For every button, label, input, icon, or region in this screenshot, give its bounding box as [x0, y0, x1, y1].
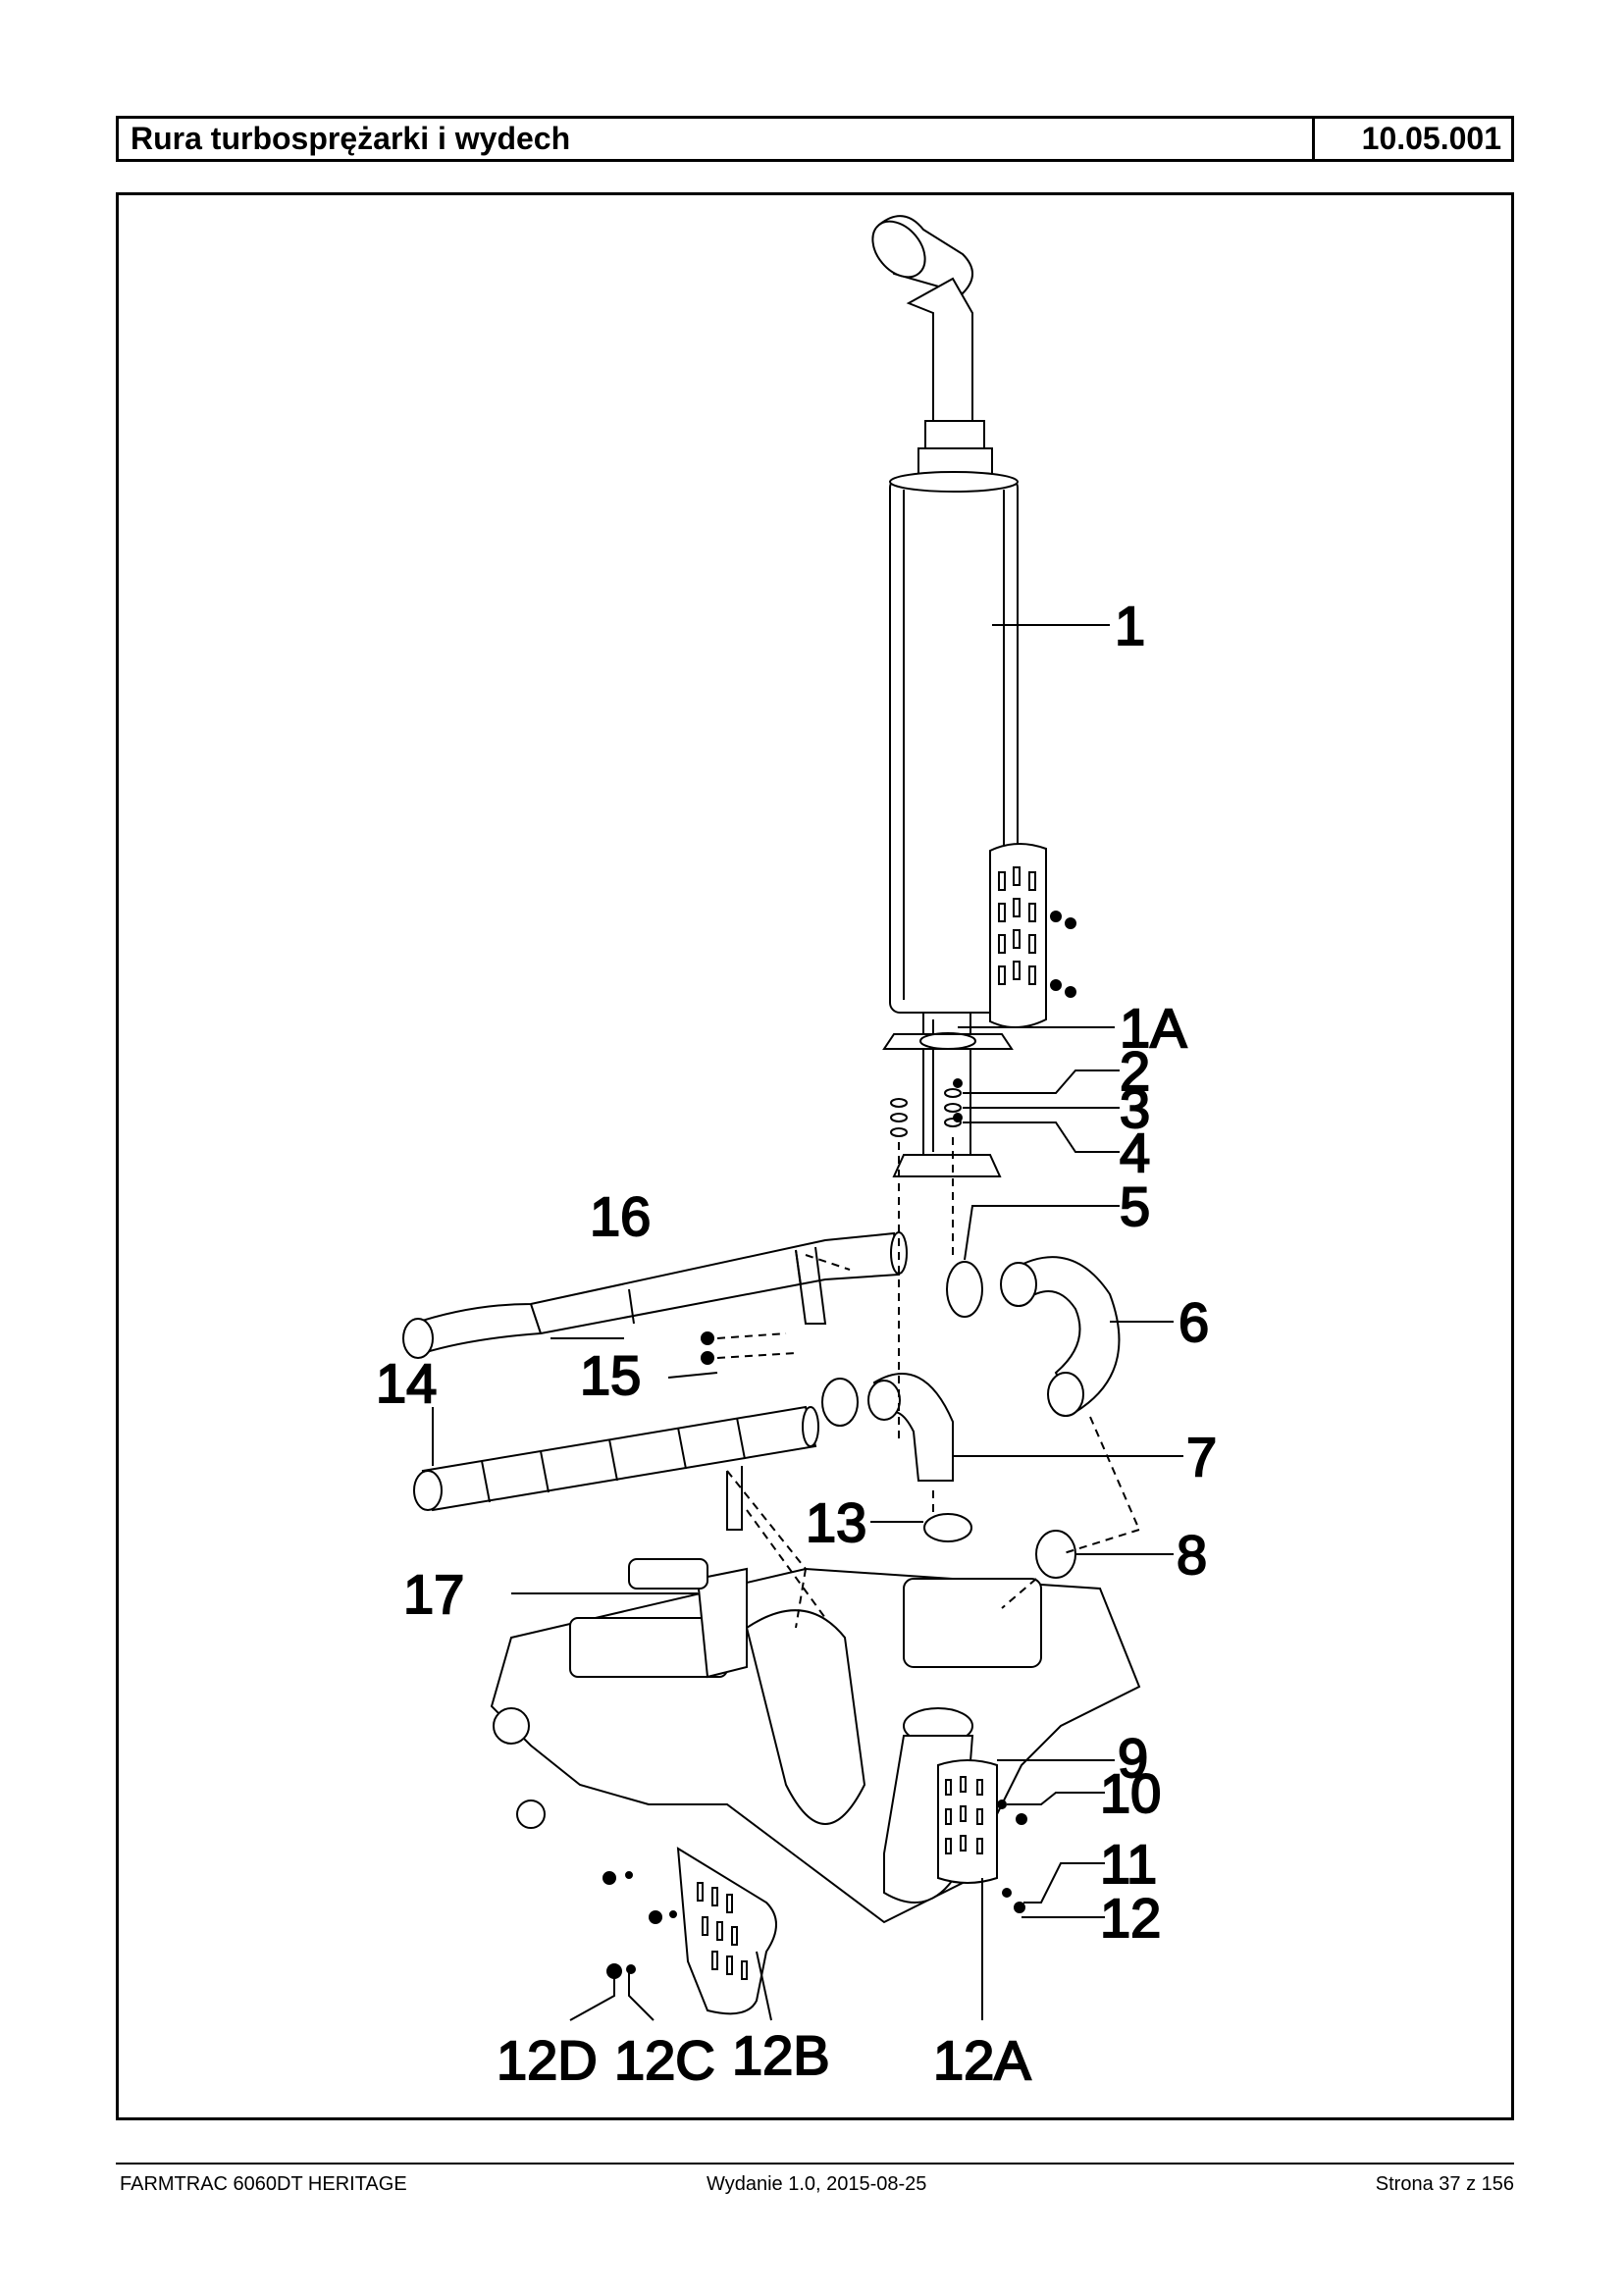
muffler-part: [889, 471, 1019, 1177]
footer-page-number: Strona 37 z 156: [1375, 2173, 1514, 2195]
callout-13: 13: [806, 1491, 866, 1553]
callout-15: 15: [580, 1344, 641, 1406]
leader-lines: [432, 624, 1183, 2021]
footer-divider: [116, 2163, 1514, 2165]
callout-3: 3: [1120, 1077, 1150, 1139]
pipe-lower-part: [413, 1405, 819, 1531]
fastener-stack: [890, 1088, 962, 1137]
callout-14: 14: [376, 1352, 437, 1414]
callout-17: 17: [403, 1563, 464, 1625]
exploded-parts-diagram: 1 1A 2 3 4 5 6 7 8 9 10 11 12 12A 12B 12…: [375, 215, 1218, 2092]
callout-12: 12: [1100, 1887, 1161, 1949]
clamp-part: [946, 1261, 983, 1318]
callout-12c: 12C: [614, 2029, 715, 2091]
assembly-guide-lines: [716, 1137, 1140, 1629]
page-title: Rura turbosprężarki i wydech: [119, 119, 1315, 159]
tailpipe-elbow-part: [871, 215, 993, 479]
turbo-manifold-assembly: [490, 1558, 1141, 1924]
callout-16: 16: [590, 1185, 651, 1247]
callout-5: 5: [1120, 1175, 1150, 1237]
callout-10: 10: [1100, 1762, 1161, 1824]
callout-1: 1: [1115, 595, 1145, 656]
bend-pipe-part: [1010, 1256, 1121, 1414]
clamp-lower-part: [923, 1513, 972, 1542]
page-header: Rura turbosprężarki i wydech 10.05.001: [116, 116, 1514, 162]
callout-9: 9: [1118, 1727, 1148, 1789]
gasket-part: [882, 1032, 1014, 1050]
callout-7: 7: [1186, 1426, 1217, 1487]
callout-4: 4: [1120, 1121, 1150, 1183]
callout-1a: 1A: [1120, 997, 1187, 1059]
heat-shield-upper-part: [989, 843, 1076, 1028]
callout-11: 11: [1100, 1833, 1157, 1895]
footer-edition: Wydanie 1.0, 2015-08-25: [707, 2173, 927, 2195]
callout-6: 6: [1179, 1291, 1209, 1353]
footer-model: FARMTRAC 6060DT HERITAGE: [120, 2173, 407, 2195]
callout-12b: 12B: [732, 2024, 830, 2086]
clamp-right-part: [1035, 1530, 1076, 1579]
callout-12a: 12A: [933, 2029, 1031, 2091]
clamp-mid-part: [821, 1378, 859, 1427]
callout-2: 2: [1120, 1040, 1150, 1102]
heat-shield-lower-part: [937, 1759, 1027, 1913]
callout-8: 8: [1177, 1524, 1207, 1586]
small-fasteners: [602, 1331, 714, 1979]
callout-12d: 12D: [497, 2029, 598, 2091]
heat-shield-plate-part: [676, 1847, 777, 2015]
section-code: 10.05.001: [1361, 121, 1501, 156]
pipe-upper-part: [402, 1231, 908, 1359]
diagram-frame: 1 1A 2 3 4 5 6 7 8 9 10 11 12 12A 12B 12…: [116, 192, 1514, 2120]
